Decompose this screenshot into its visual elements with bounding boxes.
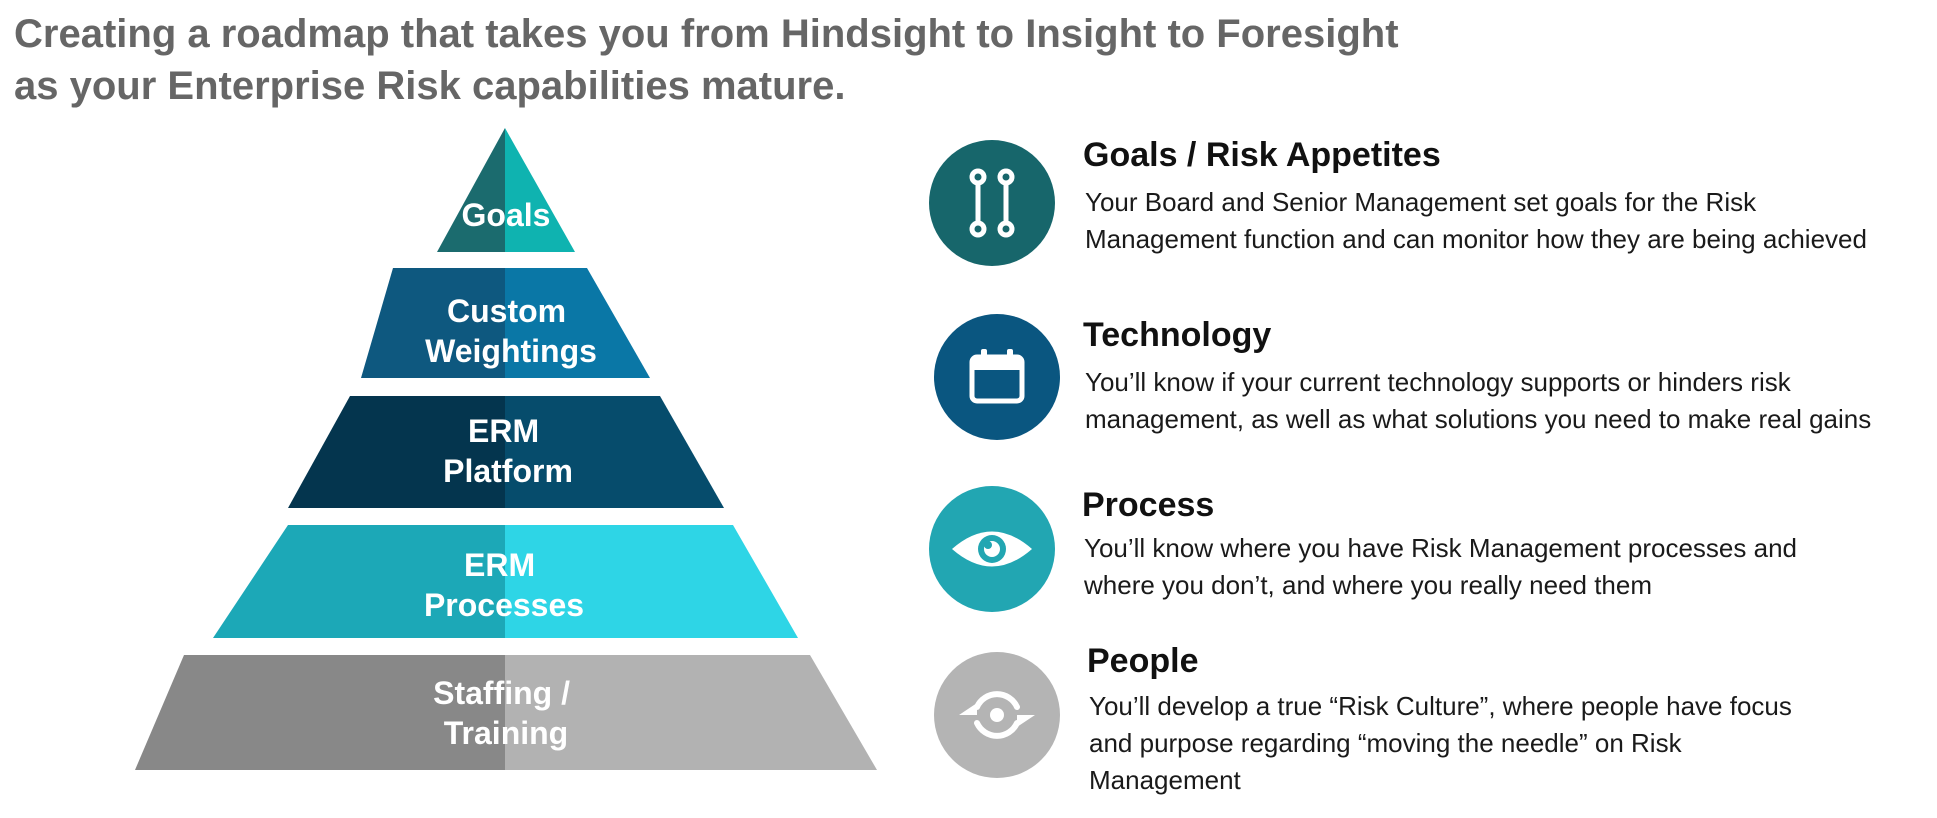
process-description: You’ll know where you have Risk Manageme…	[1084, 533, 1797, 600]
technology-description: You’ll know if your current technology s…	[1085, 367, 1872, 434]
pyramid-tier-erm-processes: ERM Processes	[213, 525, 798, 638]
technology-title: Technology	[1083, 316, 1272, 354]
headline-line-2: as your Enterprise Risk capabilities mat…	[14, 64, 846, 108]
tier-platform-right-half	[505, 396, 724, 508]
headline-line-1: Creating a roadmap that takes you from H…	[14, 12, 1399, 56]
goals-description: Your Board and Senior Management set goa…	[1085, 187, 1867, 254]
page-headline: Creating a roadmap that takes you from H…	[14, 8, 1434, 112]
maturity-pyramid: Goals Custom Weightings ERM Platform ERM…	[135, 128, 877, 770]
goals-title: Goals / Risk Appetites	[1083, 136, 1441, 174]
tier-staffing-left-half	[135, 655, 505, 770]
tier-platform-left-half	[288, 396, 505, 508]
tier-goals-label: Goals	[462, 197, 551, 233]
process-title: Process	[1082, 486, 1215, 524]
tier-goals-right-half	[505, 128, 575, 252]
calendar-icon	[969, 349, 1025, 404]
tier-processes-right-half	[505, 525, 798, 638]
tier-platform-label: ERM Platform	[443, 413, 573, 489]
pyramid-tier-erm-platform: ERM Platform	[288, 396, 724, 508]
tier-weightings-right-half	[505, 268, 650, 378]
tier-goals-left-half	[437, 128, 505, 252]
tier-staffing-label: Staffing / Training	[433, 675, 579, 751]
people-icon-circle	[934, 652, 1060, 778]
process-icon-circle	[929, 486, 1055, 612]
goals-icon-circle	[929, 140, 1055, 266]
people-description: You’ll develop a true “Risk Culture”, wh…	[1089, 691, 1792, 795]
pyramid-tier-staffing-training: Staffing / Training	[135, 655, 877, 770]
tier-processes-label: ERM Processes	[424, 547, 584, 623]
pyramid-tier-custom-weightings: Custom Weightings	[361, 268, 650, 378]
refresh-icon	[959, 691, 1035, 739]
sliders-icon	[969, 168, 1015, 238]
people-title: People	[1087, 642, 1199, 680]
pyramid-tier-goals: Goals	[437, 128, 575, 252]
tier-weightings-left-half	[361, 268, 505, 378]
tier-staffing-right-half	[505, 655, 877, 770]
eye-icon	[952, 531, 1032, 567]
tier-weightings-label: Custom Weightings	[425, 293, 597, 369]
technology-icon-circle	[934, 314, 1060, 440]
tier-processes-left-half	[213, 525, 505, 638]
